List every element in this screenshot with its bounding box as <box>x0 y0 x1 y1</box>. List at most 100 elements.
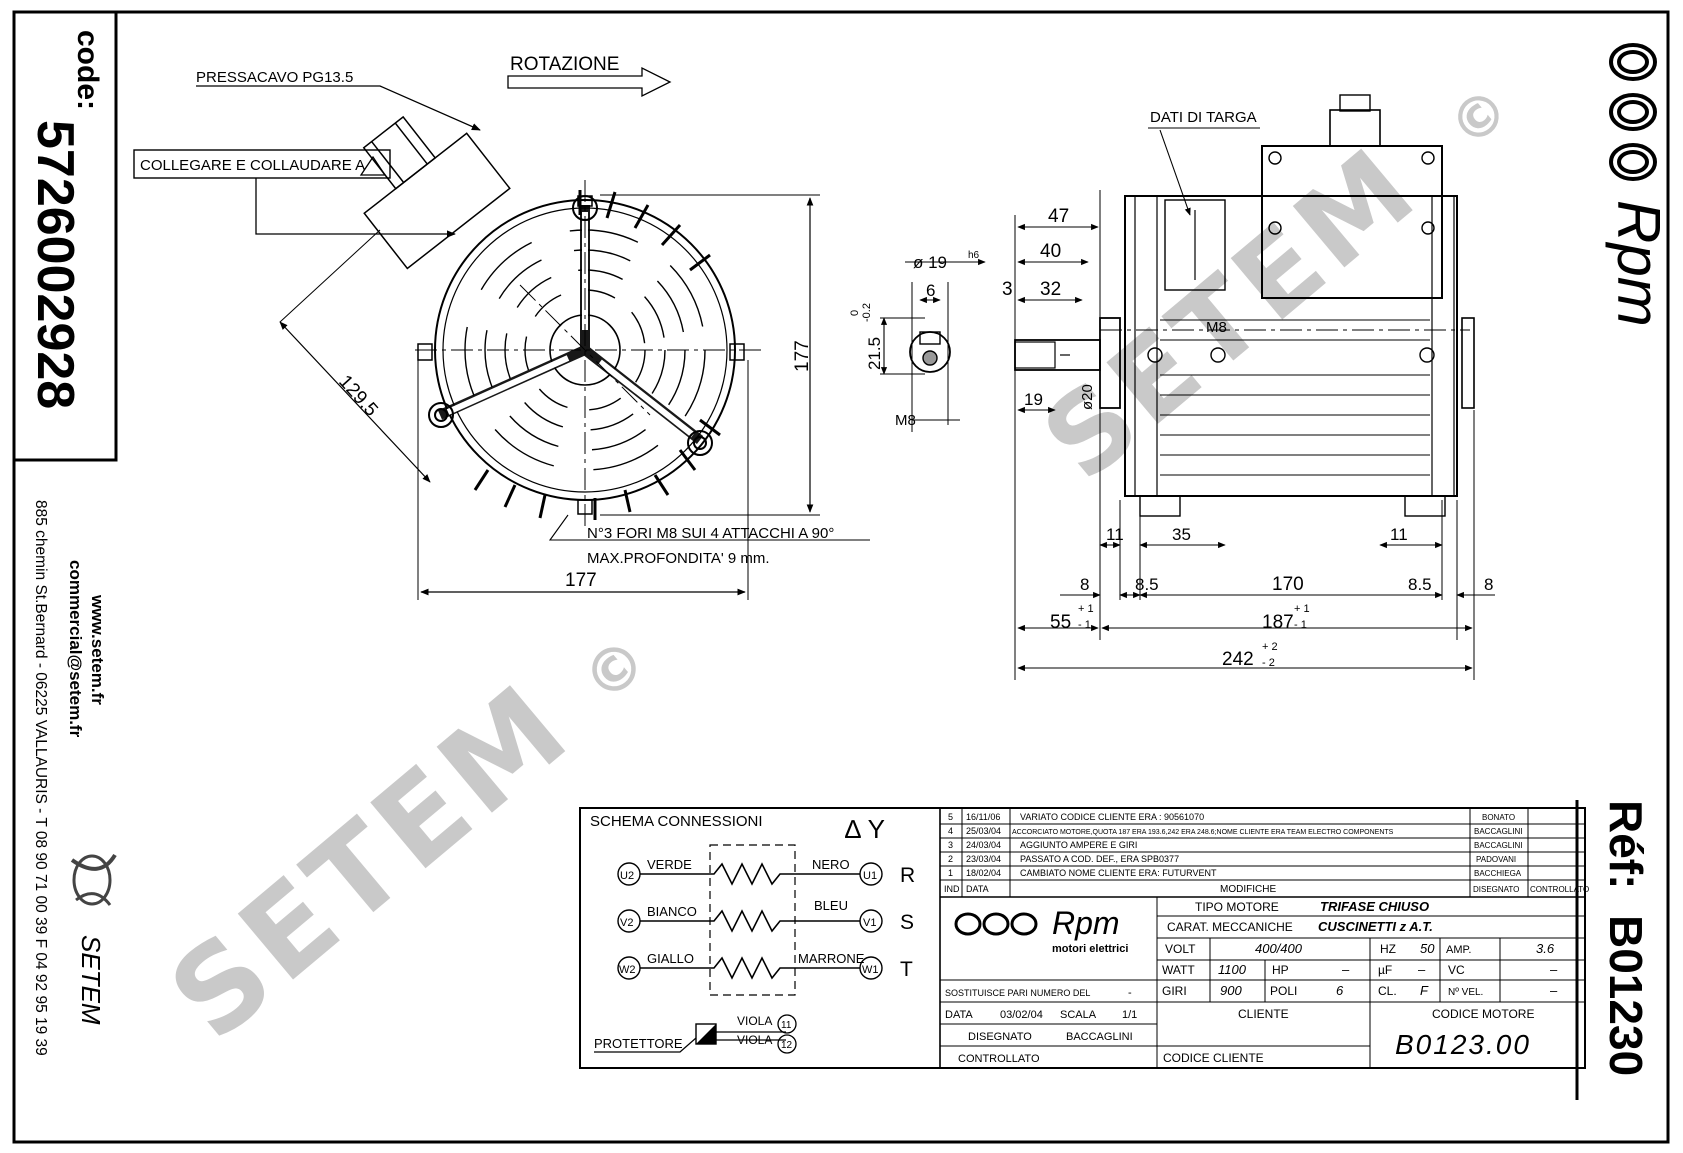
dim-55-tol-down: - 1 <box>1078 619 1091 631</box>
scala-value: 1/1 <box>1122 1009 1137 1021</box>
contact-email: commercial@setem.fr <box>66 560 85 738</box>
volt-value: 400/400 <box>1255 941 1303 956</box>
rev-draw: BACCHIEGA <box>1474 869 1522 878</box>
data-label: DATA <box>945 1009 973 1021</box>
rev-text: AGGIUNTO AMPERE E GIRI <box>1020 840 1137 850</box>
rpm-logo-text: Rpm <box>1605 200 1672 327</box>
rev-header-ind: IND <box>944 884 960 894</box>
code-label: code: <box>71 30 104 110</box>
cable-gland-label: PRESSACAVO PG13.5 <box>196 69 353 86</box>
poli-value: 6 <box>1336 983 1344 998</box>
dim-3: 3 <box>1002 279 1013 300</box>
protector-term-12: 12 <box>781 1040 793 1051</box>
protector-label: PROTETTORE <box>594 1036 683 1051</box>
title-block-grid <box>940 897 1585 1068</box>
wire-giallo: GIALLO <box>647 951 694 966</box>
code-panel <box>12 10 118 462</box>
vc-label: VC <box>1448 963 1465 977</box>
wire-nero: NERO <box>812 857 850 872</box>
rev-ind: 5 <box>948 812 953 822</box>
dim-35: 35 <box>1172 525 1191 544</box>
shaft-key-width: 6 <box>926 281 935 300</box>
depth-note: MAX.PROFONDITA' 9 mm. <box>587 550 770 567</box>
sost-value: - <box>1128 987 1132 999</box>
giri-value: 900 <box>1220 983 1242 998</box>
dim-8-5a: 8.5 <box>1135 575 1159 594</box>
phase-t: T <box>900 958 913 981</box>
rev-text: CAMBIATO NOME CLIENTE ERA: FUTURVENT <box>1020 868 1217 878</box>
rev-date: 24/03/04 <box>966 840 1001 850</box>
nvel-value: – <box>1550 983 1558 998</box>
rev-draw: BACCAGLINI <box>1474 827 1522 836</box>
dim-11b: 11 <box>1390 525 1408 544</box>
term-u1: U1 <box>863 870 877 882</box>
rev-draw: BONATO <box>1482 813 1515 822</box>
rpm-small-logo-subtitle: motori elettrici <box>1052 943 1128 955</box>
rev-ind: 2 <box>948 854 953 864</box>
shaft-thread: M8 <box>895 412 916 429</box>
dim-11a: 11 <box>1106 525 1124 544</box>
controllato-label: CONTROLLATO <box>958 1053 1040 1065</box>
protector-wire-2: VIOLA <box>737 1033 772 1047</box>
uf-label: µF <box>1378 963 1392 977</box>
sheet-border <box>12 10 1670 1144</box>
cl-label: CL. <box>1378 984 1397 998</box>
hp-value: – <box>1342 962 1350 977</box>
tipo-label: TIPO MOTORE <box>1195 900 1279 914</box>
rev-ind: 4 <box>948 826 953 836</box>
rotation-arrow-icon <box>507 66 672 98</box>
side-view: DATI DI TARGA <box>1002 94 1495 680</box>
dim-19: 19 <box>1024 390 1043 409</box>
phase-r: R <box>900 864 915 887</box>
dim-242: 242 <box>1222 649 1254 670</box>
rev-header-ctrl: CONTROLLATO <box>1530 885 1589 894</box>
code-number: 5726002928 <box>26 120 84 409</box>
dim-8-5b: 8.5 <box>1408 575 1432 594</box>
rev-text: ACCORCIATO MOTORE,QUOTA 187 ERA 193.6,24… <box>1012 829 1394 836</box>
vc-value: – <box>1550 962 1558 977</box>
wire-verde: VERDE <box>647 857 692 872</box>
dim-8a: 8 <box>1080 575 1089 594</box>
phase-s: S <box>900 911 914 934</box>
rev-header-date: DATA <box>966 884 989 894</box>
rev-date: 16/11/06 <box>966 812 1000 822</box>
contact-address: 885 chemin St.Bernard - 06225 VALLAURIS … <box>32 500 49 1056</box>
rpm-small-logo-text: Rpm <box>1052 905 1120 941</box>
dim-32: 32 <box>1040 279 1061 300</box>
revision-table <box>940 808 1585 897</box>
disegnato-value: BACCAGLINI <box>1066 1031 1133 1043</box>
rotation-label: ROTAZIONE <box>510 54 619 75</box>
dim-8b: 8 <box>1484 575 1493 594</box>
data-value: 03/02/04 <box>1000 1009 1043 1021</box>
front-view: PRESSACAVO PG13.5 ROTAZIONE COLLEGARE E … <box>133 54 870 600</box>
dim-187-tol-up: + 1 <box>1294 603 1310 615</box>
dim-55: 55 <box>1050 612 1071 633</box>
wire-bleu: BLEU <box>814 898 848 913</box>
connect-note: COLLEGARE E COLLAUDARE A <box>140 157 365 174</box>
nameplate-label: DATI DI TARGA <box>1150 109 1257 126</box>
contact-website: www.setem.fr <box>88 594 107 705</box>
term-w1: W1 <box>862 964 879 976</box>
hz-value: 50 <box>1420 941 1435 956</box>
term-w2: W2 <box>619 964 636 976</box>
giri-label: GIRI <box>1162 984 1187 998</box>
carat-label: CARAT. MECCANICHE <box>1167 920 1293 934</box>
title-block-logo: Rpm motori elettrici <box>954 905 1128 955</box>
protector-wire-1: VIOLA <box>737 1014 772 1028</box>
rev-text: VARIATO CODICE CLIENTE ERA : 90561070 <box>1020 812 1204 822</box>
volt-label: VOLT <box>1165 942 1196 956</box>
rev-date: 23/03/04 <box>966 854 1001 864</box>
dim-242-tol-down: - 2 <box>1262 657 1275 669</box>
term-v1: V1 <box>863 917 876 929</box>
wire-marrone: MARRONE <box>798 951 865 966</box>
rev-date: 25/03/04 <box>966 826 1001 836</box>
dim-170: 170 <box>1272 574 1304 595</box>
scala-label: SCALA <box>1060 1009 1097 1021</box>
cliente-label: CLIENTE <box>1238 1007 1289 1021</box>
protector-term-11: 11 <box>781 1020 792 1031</box>
dim-width: 177 <box>565 570 597 591</box>
dim-187-tol-down: - 1 <box>1294 619 1307 631</box>
dim-diagonal: 129.5 <box>334 371 381 420</box>
rpm-small-logo-icon <box>954 912 1038 936</box>
